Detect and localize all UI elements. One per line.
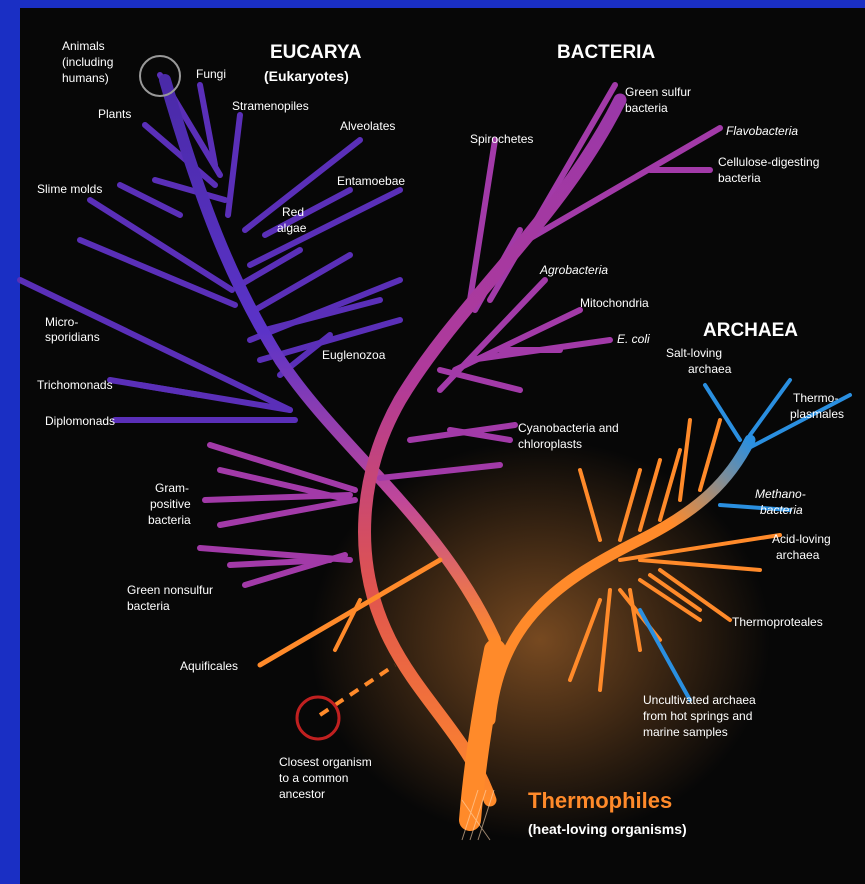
label-microsporidians-1: Micro- (45, 315, 78, 329)
label-cyanobacteria-1: Cyanobacteria and (518, 421, 619, 435)
eucarya-subtitle: (Eukaryotes) (264, 68, 349, 84)
label-thermoplasmales-2: plasmales (790, 407, 844, 421)
label-uncultivated-1: Uncultivated archaea (643, 693, 756, 707)
frame-left (0, 0, 20, 884)
thermophiles-subtitle: (heat-loving organisms) (528, 821, 687, 837)
label-ecoli: E. coli (617, 332, 650, 346)
label-green-nonsulfur-1: Green nonsulfur (127, 583, 213, 597)
label-thermoplasmales-1: Thermo- (793, 391, 838, 405)
label-salt-loving-1: Salt-loving (666, 346, 722, 360)
branch-flavobacteria (510, 128, 720, 250)
label-acid-loving-2: archaea (776, 548, 820, 562)
eucarya-title: EUCARYA (270, 42, 362, 63)
frame-top (0, 0, 865, 8)
label-green-sulfur-2: bacteria (625, 101, 668, 115)
label-mitochondria: Mitochondria (580, 296, 649, 310)
label-animals-3: humans) (62, 71, 109, 85)
label-agrobacteria: Agrobacteria (539, 263, 608, 277)
label-trichomonads: Trichomonads (37, 378, 113, 392)
label-fungi: Fungi (196, 67, 226, 81)
label-slime-molds: Slime molds (37, 182, 102, 196)
label-closest-1: Closest organism (279, 755, 372, 769)
label-acid-loving-1: Acid-loving (772, 532, 831, 546)
label-salt-loving-2: archaea (688, 362, 732, 376)
label-red-algae-2: algae (277, 221, 307, 235)
label-cyanobacteria-2: chloroplasts (518, 437, 582, 451)
label-methanobacteria-1: Methano- (755, 487, 806, 501)
label-closest-3: ancestor (279, 787, 325, 801)
label-alveolates: Alveolates (340, 119, 395, 133)
label-stramenopiles: Stramenopiles (232, 99, 309, 113)
label-entamoebae: Entamoebae (337, 174, 405, 188)
archaea-title: ARCHAEA (703, 320, 798, 341)
bacteria-title: BACTERIA (557, 42, 655, 63)
label-cellulose-1: Cellulose-digesting (718, 155, 819, 169)
label-uncultivated-2: from hot springs and (643, 709, 752, 723)
label-cellulose-2: bacteria (718, 171, 761, 185)
label-gram-positive-2: positive (150, 497, 191, 511)
label-plants: Plants (98, 107, 131, 121)
label-gram-positive-3: bacteria (148, 513, 191, 527)
label-animals-1: Animals (62, 39, 105, 53)
label-diplomonads: Diplomonads (45, 414, 115, 428)
label-microsporidians-2: sporidians (45, 330, 100, 344)
thermophiles-title: Thermophiles (528, 788, 672, 813)
label-closest-2: to a common (279, 771, 348, 785)
label-green-sulfur-1: Green sulfur (625, 85, 691, 99)
branch-stramenopiles (228, 115, 240, 215)
label-green-nonsulfur-2: bacteria (127, 599, 170, 613)
label-spirochetes: Spirochetes (470, 132, 533, 146)
label-aquificales: Aquificales (180, 659, 238, 673)
label-flavobacteria: Flavobacteria (726, 124, 798, 138)
label-uncultivated-3: marine samples (643, 725, 728, 739)
label-euglenozoa: Euglenozoa (322, 348, 386, 362)
branch-salt-loving (705, 385, 740, 440)
label-gram-positive-1: Gram- (155, 481, 189, 495)
label-animals-2: (including (62, 55, 113, 69)
label-methanobacteria-2: bacteria (760, 503, 803, 517)
label-thermoproteales: Thermoproteales (732, 615, 823, 629)
label-red-algae-1: Red (282, 205, 304, 219)
